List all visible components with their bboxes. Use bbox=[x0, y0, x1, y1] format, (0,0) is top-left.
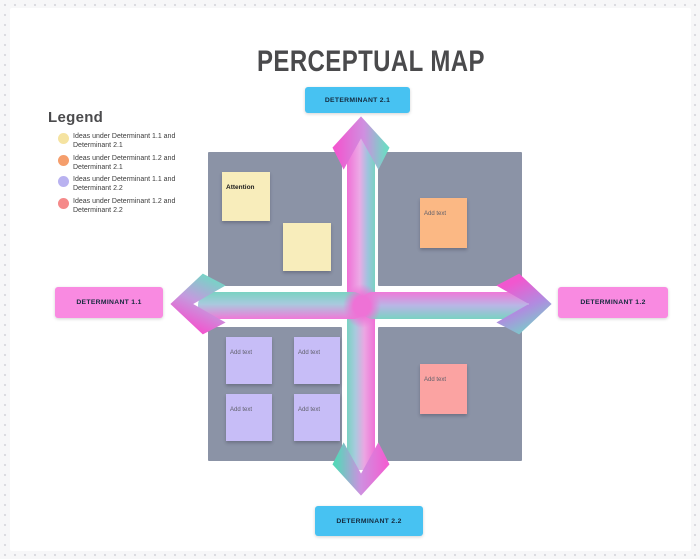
determinant-label-right[interactable]: DETERMINANT 1.2 bbox=[558, 287, 668, 318]
legend-item-label: Ideas under Determinant 1.1 and Determin… bbox=[73, 133, 176, 150]
legend-dot-orange-icon bbox=[58, 154, 69, 166]
axis-center-blob bbox=[343, 284, 381, 328]
legend-item: Ideas under Determinant 1.2 and Determin… bbox=[58, 154, 208, 174]
sticky-note-text: Add text bbox=[230, 407, 253, 413]
sticky-note-text: Add text bbox=[424, 211, 447, 217]
sticky-note-purple[interactable]: Add text bbox=[294, 337, 340, 384]
sticky-note-purple[interactable]: Add text bbox=[226, 337, 272, 384]
legend-item-label: Ideas under Determinant 1.2 and Determin… bbox=[73, 154, 176, 171]
legend-item-label: Ideas under Determinant 1.2 and Determin… bbox=[73, 197, 176, 214]
vertical-axis-brush bbox=[347, 304, 375, 470]
sticky-note-orange[interactable]: Add text bbox=[420, 198, 467, 248]
legend-dot-purple-icon bbox=[58, 176, 69, 187]
determinant-label-left[interactable]: DETERMINANT 1.1 bbox=[55, 287, 163, 318]
horizontal-axis-brush bbox=[360, 292, 528, 319]
horizontal-axis-brush bbox=[198, 292, 366, 319]
sticky-note-text: Add text bbox=[424, 377, 447, 383]
sticky-note-text: Attention bbox=[226, 184, 255, 191]
page-title: PERCEPTUAL MAP bbox=[257, 45, 485, 78]
determinant-label-bottom[interactable]: DETERMINANT 2.2 bbox=[315, 506, 423, 536]
legend-dot-yellow-icon bbox=[58, 133, 69, 144]
sticky-note-yellow-blank[interactable] bbox=[283, 223, 331, 271]
sticky-note-attention[interactable]: Attention bbox=[222, 172, 270, 221]
legend-title: Legend bbox=[48, 109, 104, 126]
sticky-note-red[interactable]: Add text bbox=[420, 364, 467, 414]
sticky-note-purple[interactable]: Add text bbox=[226, 394, 272, 441]
legend-dot-red-icon bbox=[58, 197, 69, 209]
legend-item: Ideas under Determinant 1.1 and Determin… bbox=[58, 132, 208, 152]
sticky-note-text: Add text bbox=[230, 350, 253, 356]
legend-item: Ideas under Determinant 1.2 and Determin… bbox=[58, 197, 208, 217]
legend-item-label: Ideas under Determinant 1.1 and Determin… bbox=[73, 176, 176, 193]
vertical-axis-brush bbox=[347, 132, 375, 308]
sticky-note-text: Add text bbox=[298, 350, 321, 356]
determinant-label-top[interactable]: DETERMINANT 2.1 bbox=[305, 87, 410, 113]
sticky-note-text: Add text bbox=[298, 407, 321, 413]
legend-item: Ideas under Determinant 1.1 and Determin… bbox=[58, 175, 208, 195]
sticky-note-purple[interactable]: Add text bbox=[294, 394, 340, 441]
